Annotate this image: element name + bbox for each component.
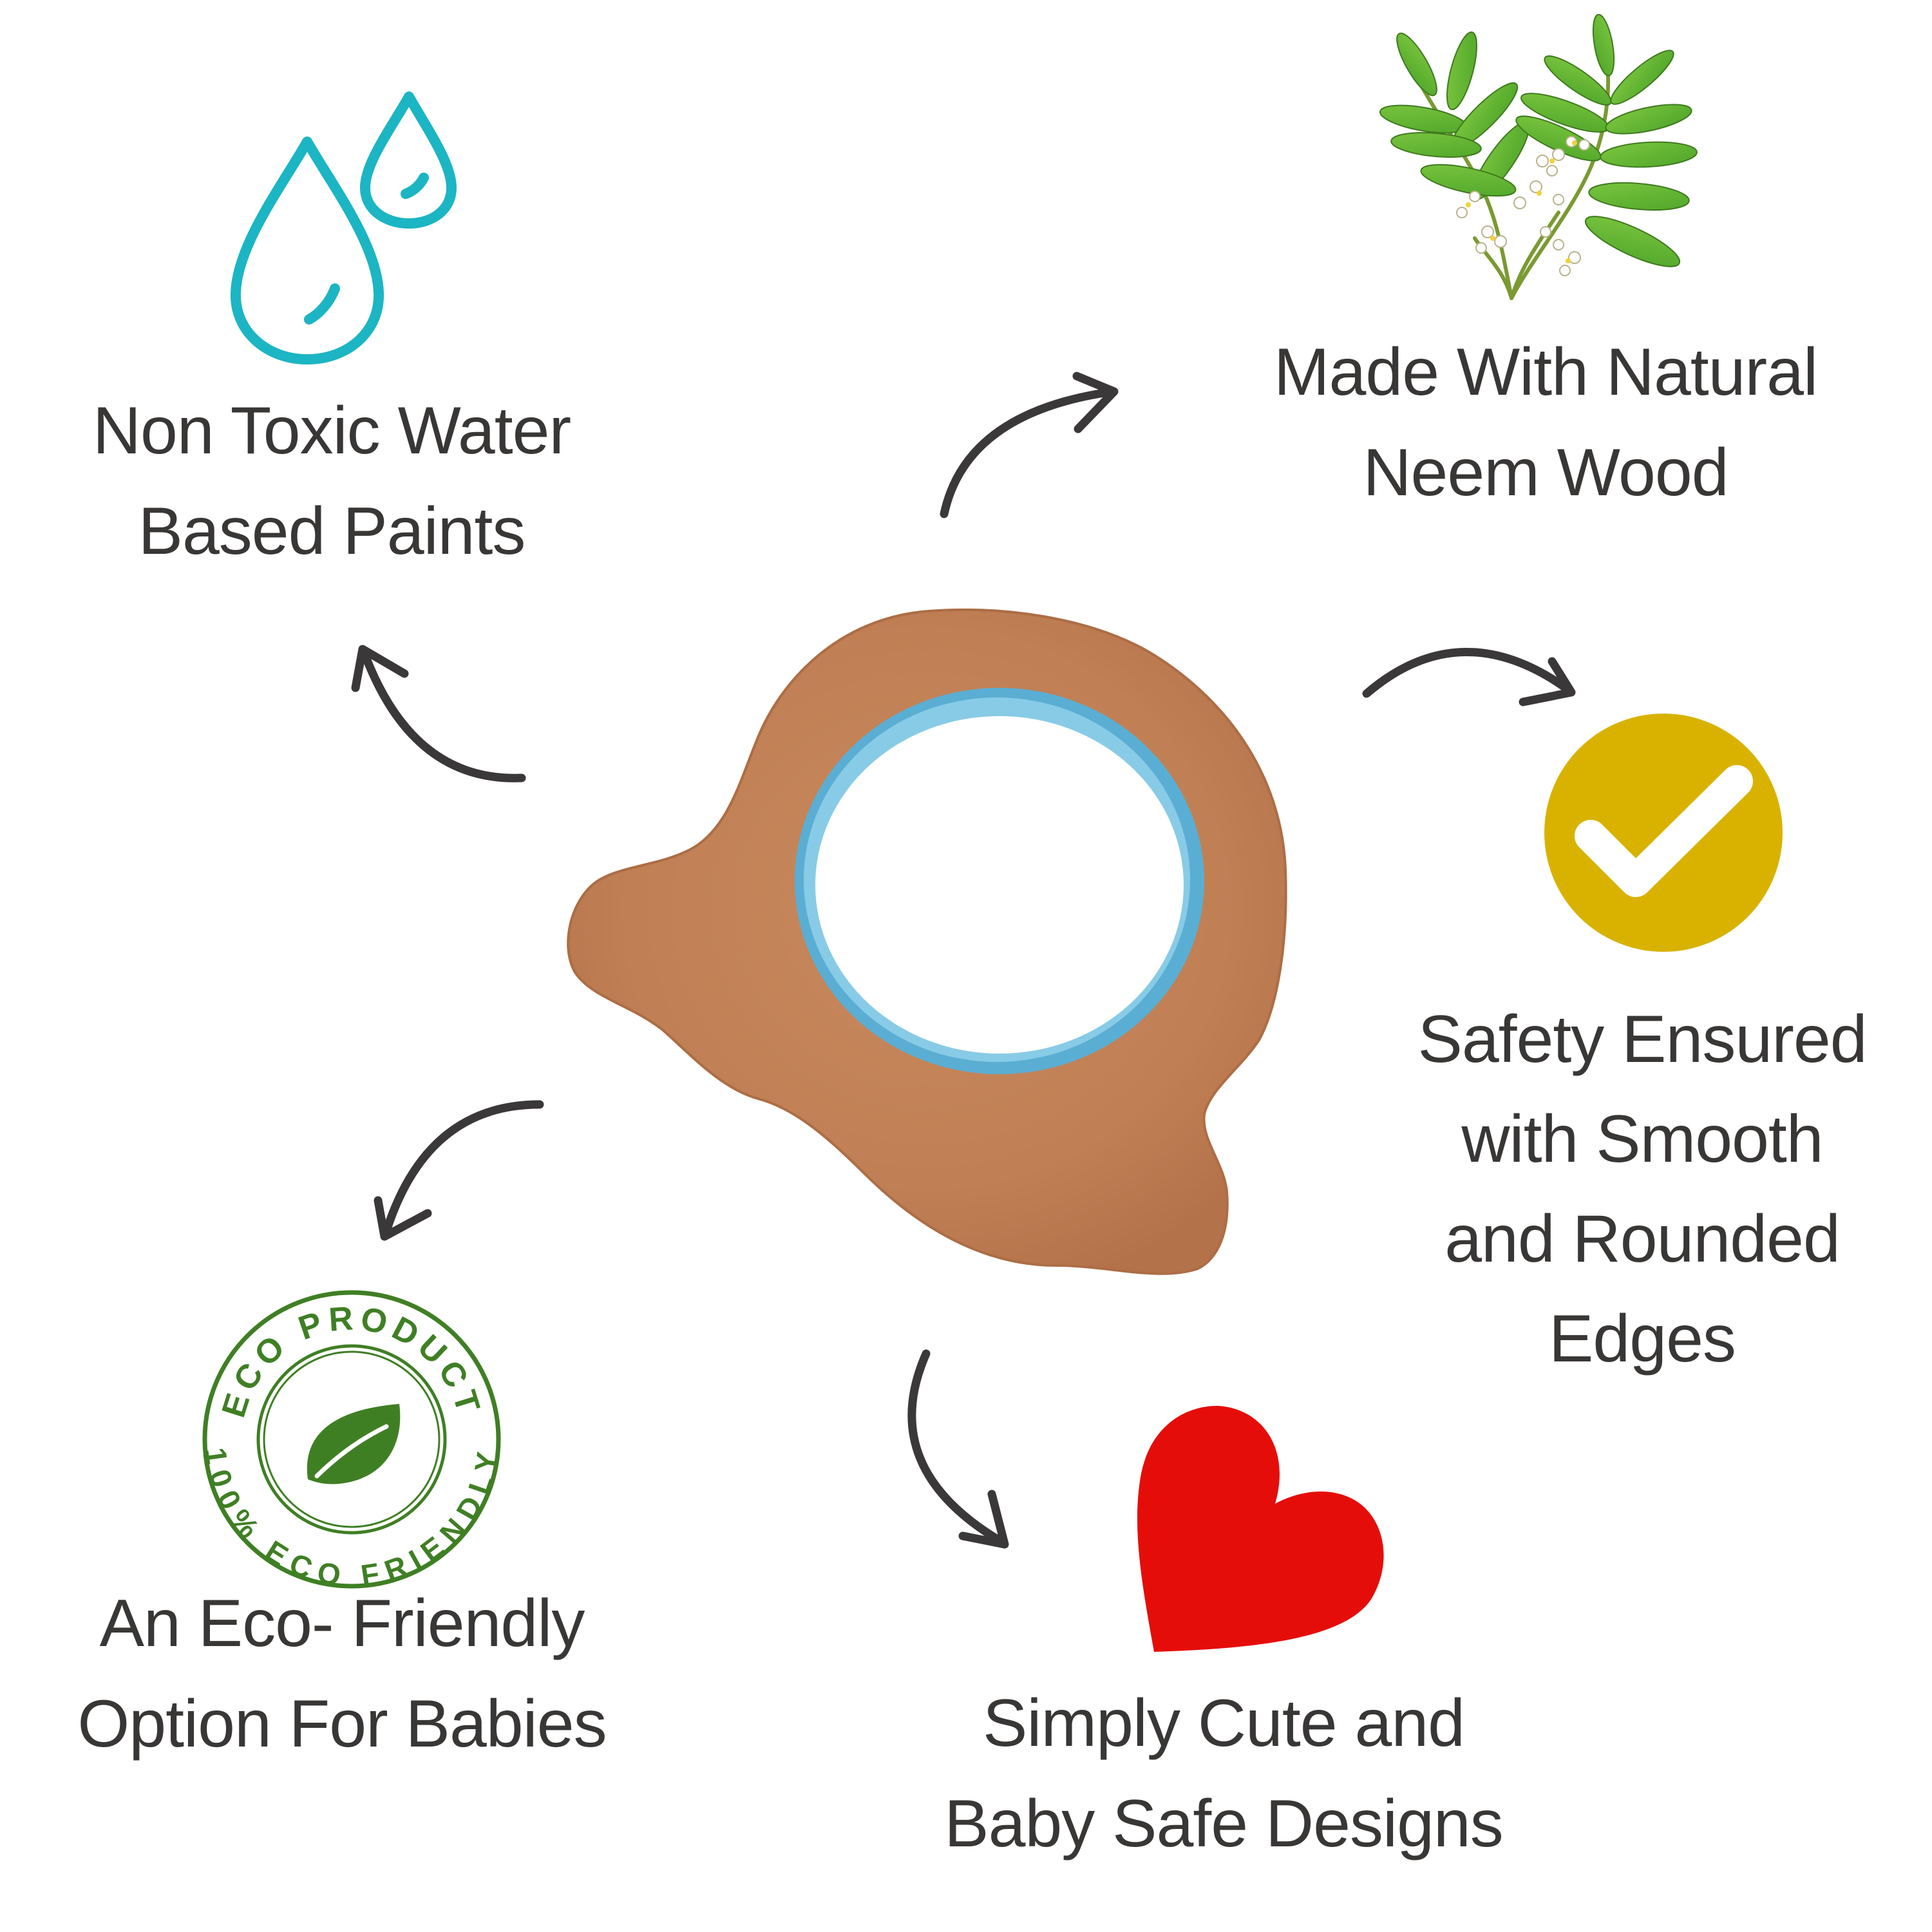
eco-product-stamp-icon: ECO PRODUCT 100% ECO FRIENDLY [198,1290,501,1593]
caption-eco-friendly: An Eco- Friendly Option For Babies [0,1590,696,1791]
arrow-to-paints-icon [351,645,526,782]
caption-line: Option For Babies [77,1687,607,1761]
caption-line: An Eco- Friendly [99,1586,585,1661]
leaf-icon [307,1404,401,1484]
caption-line: Safety Ensured [1417,1002,1867,1077]
caption-line: Neem Wood [1363,435,1728,510]
caption-line: Simply Cute and [982,1686,1465,1761]
caption-neem-wood: Made With Natural Neem Wood [1191,339,1900,540]
caption-cute-designs: Simply Cute and Baby Safe Designs [869,1690,1578,1891]
caption-non-toxic-paints: Non Toxic Water Based Paints [0,397,686,598]
arrow-to-safety-icon [1362,648,1576,706]
heart-icon [1137,1406,1384,1652]
arrow-to-heart-icon [907,1349,1009,1549]
caption-line: and Rounded [1444,1202,1841,1276]
caption-line: Edges [1549,1302,1736,1376]
caption-line: Based Paints [138,494,526,569]
stamp-top-text: ECO PRODUCT [215,1300,489,1422]
caption-line: Baby Safe Designs [944,1786,1504,1861]
teether-product-image [567,608,1287,1275]
caption-safety: Safety Ensured with Smooth and Rounded E… [1288,1006,1932,1405]
neem-branch-icon [1379,14,1698,300]
caption-line: Non Toxic Water [92,393,571,468]
arrows [351,372,1576,1549]
caption-line: with Smooth [1461,1102,1823,1177]
caption-line: Made With Natural [1273,335,1818,410]
arrow-to-neem-icon [940,372,1119,518]
checkmark-circle-icon [1544,714,1783,952]
water-drops-icon [230,91,457,365]
arrow-to-eco-icon [374,1100,544,1241]
